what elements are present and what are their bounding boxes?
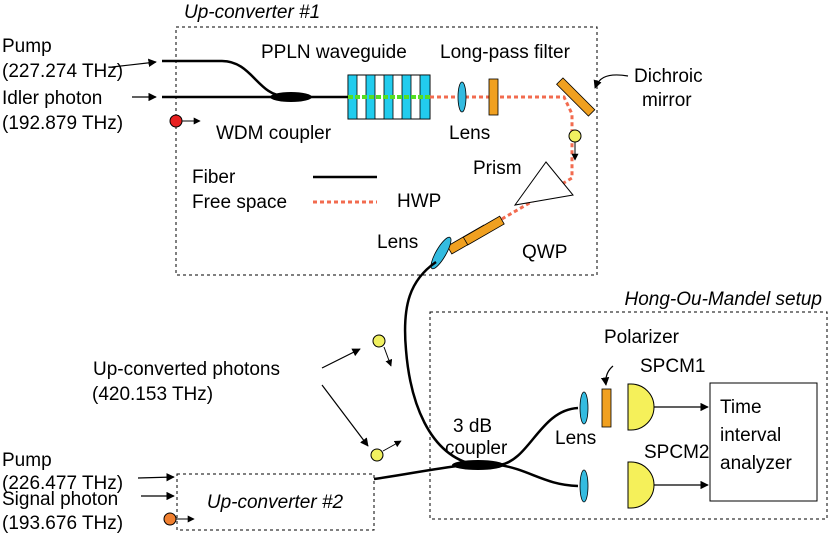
free-space-path-top <box>430 95 574 250</box>
prism-label: Prism <box>473 158 522 179</box>
upconv-pointer-1 <box>321 348 361 369</box>
hom-title: Hong-Ou-Mandel setup <box>625 289 823 310</box>
coupler-out-lower <box>499 463 579 488</box>
upconverter1-box <box>175 26 598 276</box>
idler-photon-icon <box>169 114 183 128</box>
upconverted-photon-icon-2 <box>372 334 386 348</box>
coupler-out-upper <box>499 406 579 467</box>
polarizer <box>601 388 612 428</box>
qwp-label: QWP <box>522 242 567 263</box>
idler-label: Idler photon <box>2 88 102 109</box>
lens-top <box>457 81 467 113</box>
dichroic-mirror <box>556 77 596 117</box>
upconverter1-title: Up-converter #1 <box>184 2 320 23</box>
time-interval-analyzer <box>709 382 818 502</box>
lens-hom-2 <box>579 469 589 503</box>
upconverted-photon-arrow-3 <box>382 440 402 452</box>
spcm1-detector <box>627 383 655 431</box>
qwp <box>462 215 505 246</box>
signal-freq-label: (193.676 THz) <box>2 513 123 534</box>
upconverter2-title: Up-converter #2 <box>207 492 344 513</box>
pump1-arrow <box>111 58 157 68</box>
upconv-label-2: (420.153 THz) <box>92 384 213 405</box>
spcm2-detector <box>627 461 655 509</box>
upconverted-photon-icon <box>568 129 582 143</box>
ppln-label: PPLN waveguide <box>261 42 407 63</box>
tia-label-2: interval <box>720 425 781 446</box>
signal-photon-icon <box>163 512 177 526</box>
coupler-label-2: coupler <box>445 438 508 459</box>
tia-label-1: Time <box>720 397 762 418</box>
signal-label: Signal photon <box>2 489 118 510</box>
lens-mid-label: Lens <box>377 232 418 253</box>
pump2-arrow <box>137 473 175 482</box>
long-pass-filter <box>488 78 499 116</box>
dichroic-pointer <box>593 74 629 89</box>
pump1-label: Pump <box>2 36 52 57</box>
hom-box <box>429 311 828 520</box>
upconverter2-box <box>176 473 375 531</box>
legend-fiber-label: Fiber <box>192 167 236 188</box>
wdm-coupler <box>270 92 312 102</box>
spcm2-label: SPCM2 <box>644 442 709 463</box>
pump1-fiber <box>162 59 286 98</box>
dichroic-label-2: mirror <box>642 90 692 111</box>
upconv-pointer-2 <box>321 384 369 447</box>
spcm1-label: SPCM1 <box>640 356 705 377</box>
fiber-uc2-to-coupler <box>373 463 466 481</box>
coupler-3db <box>452 460 504 470</box>
lens-mid <box>430 236 452 270</box>
upconverted-photon-icon-3 <box>370 448 384 462</box>
hwp-label: HWP <box>397 191 441 212</box>
pump2-freq-label: (226.477 THz) <box>2 473 123 494</box>
upconv-label-1: Up-converted photons <box>93 359 280 380</box>
pump1-freq-label: (227.274 THz) <box>2 61 123 82</box>
ppln-waveguide <box>347 74 431 120</box>
lpf-label: Long-pass filter <box>440 42 571 63</box>
lens-hom-1 <box>579 391 589 425</box>
upconverted-photon-arrow-2 <box>383 346 393 367</box>
legend-free-space-label: Free space <box>192 192 287 213</box>
pump2-label: Pump <box>2 450 52 471</box>
wdm-label: WDM coupler <box>216 123 332 144</box>
fiber-uc1-to-coupler <box>403 260 476 467</box>
tia-label-3: analyzer <box>720 453 792 474</box>
prism <box>513 161 574 206</box>
polarizer-pointer <box>600 365 614 386</box>
idler-freq-label: (192.879 THz) <box>2 113 123 134</box>
lens-top-label: Lens <box>449 123 490 144</box>
coupler-label-1: 3 dB <box>453 416 492 437</box>
lens-hom-label: Lens <box>555 428 596 449</box>
polarizer-label: Polarizer <box>604 327 680 348</box>
dichroic-label-1: Dichroic <box>634 66 703 87</box>
